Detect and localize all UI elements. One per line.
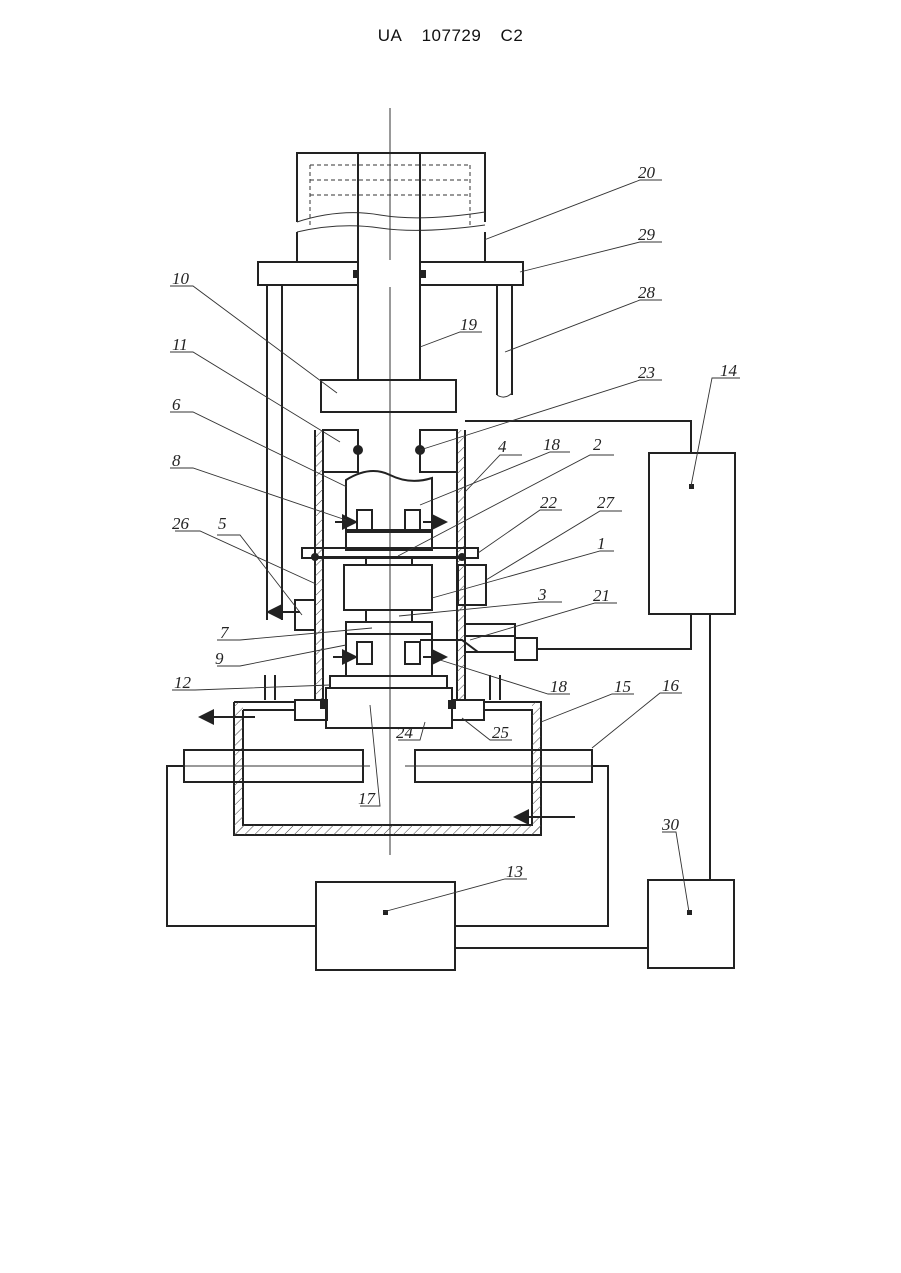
- sample-1: [344, 565, 432, 610]
- label-4: 4: [498, 437, 507, 456]
- top-unit-20: [297, 153, 485, 262]
- block-10: [321, 380, 456, 412]
- label-14: 14: [720, 361, 738, 380]
- label-18-bottom: 18: [550, 677, 568, 696]
- block-14: [649, 453, 735, 614]
- label-30: 30: [661, 815, 680, 834]
- label-5: 5: [218, 514, 227, 533]
- label-23: 23: [638, 363, 655, 382]
- label-11: 11: [172, 335, 188, 354]
- label-21: 21: [593, 586, 610, 605]
- label-17: 17: [358, 789, 377, 808]
- label-12: 12: [174, 673, 192, 692]
- label-13: 13: [506, 862, 523, 881]
- label-9: 9: [215, 649, 224, 668]
- label-3: 3: [537, 585, 547, 604]
- label-27: 27: [597, 493, 616, 512]
- number-labels: 20 29 28 19 10 11 6 8 26 5 23 4 18 2 22 …: [172, 163, 738, 881]
- block-30: [648, 880, 734, 968]
- label-8: 8: [172, 451, 181, 470]
- chamber-15: [200, 675, 575, 835]
- outlet-26: [268, 600, 315, 630]
- label-28: 28: [638, 283, 656, 302]
- label-20: 20: [638, 163, 656, 182]
- electrodes-16: [184, 750, 592, 782]
- connector-21: [420, 624, 548, 660]
- electrode-3: [330, 622, 447, 688]
- label-10: 10: [172, 269, 190, 288]
- label-15: 15: [614, 677, 631, 696]
- label-29: 29: [638, 225, 656, 244]
- label-26: 26: [172, 514, 190, 533]
- label-2: 2: [593, 435, 602, 454]
- label-22: 22: [540, 493, 558, 512]
- block-13: [316, 882, 455, 970]
- label-6: 6: [172, 395, 181, 414]
- label-19: 19: [460, 315, 478, 334]
- label-16: 16: [662, 676, 680, 695]
- label-25: 25: [492, 723, 509, 742]
- label-24: 24: [396, 723, 414, 742]
- label-7: 7: [220, 623, 230, 642]
- label-18-top: 18: [543, 435, 561, 454]
- label-1: 1: [597, 534, 606, 553]
